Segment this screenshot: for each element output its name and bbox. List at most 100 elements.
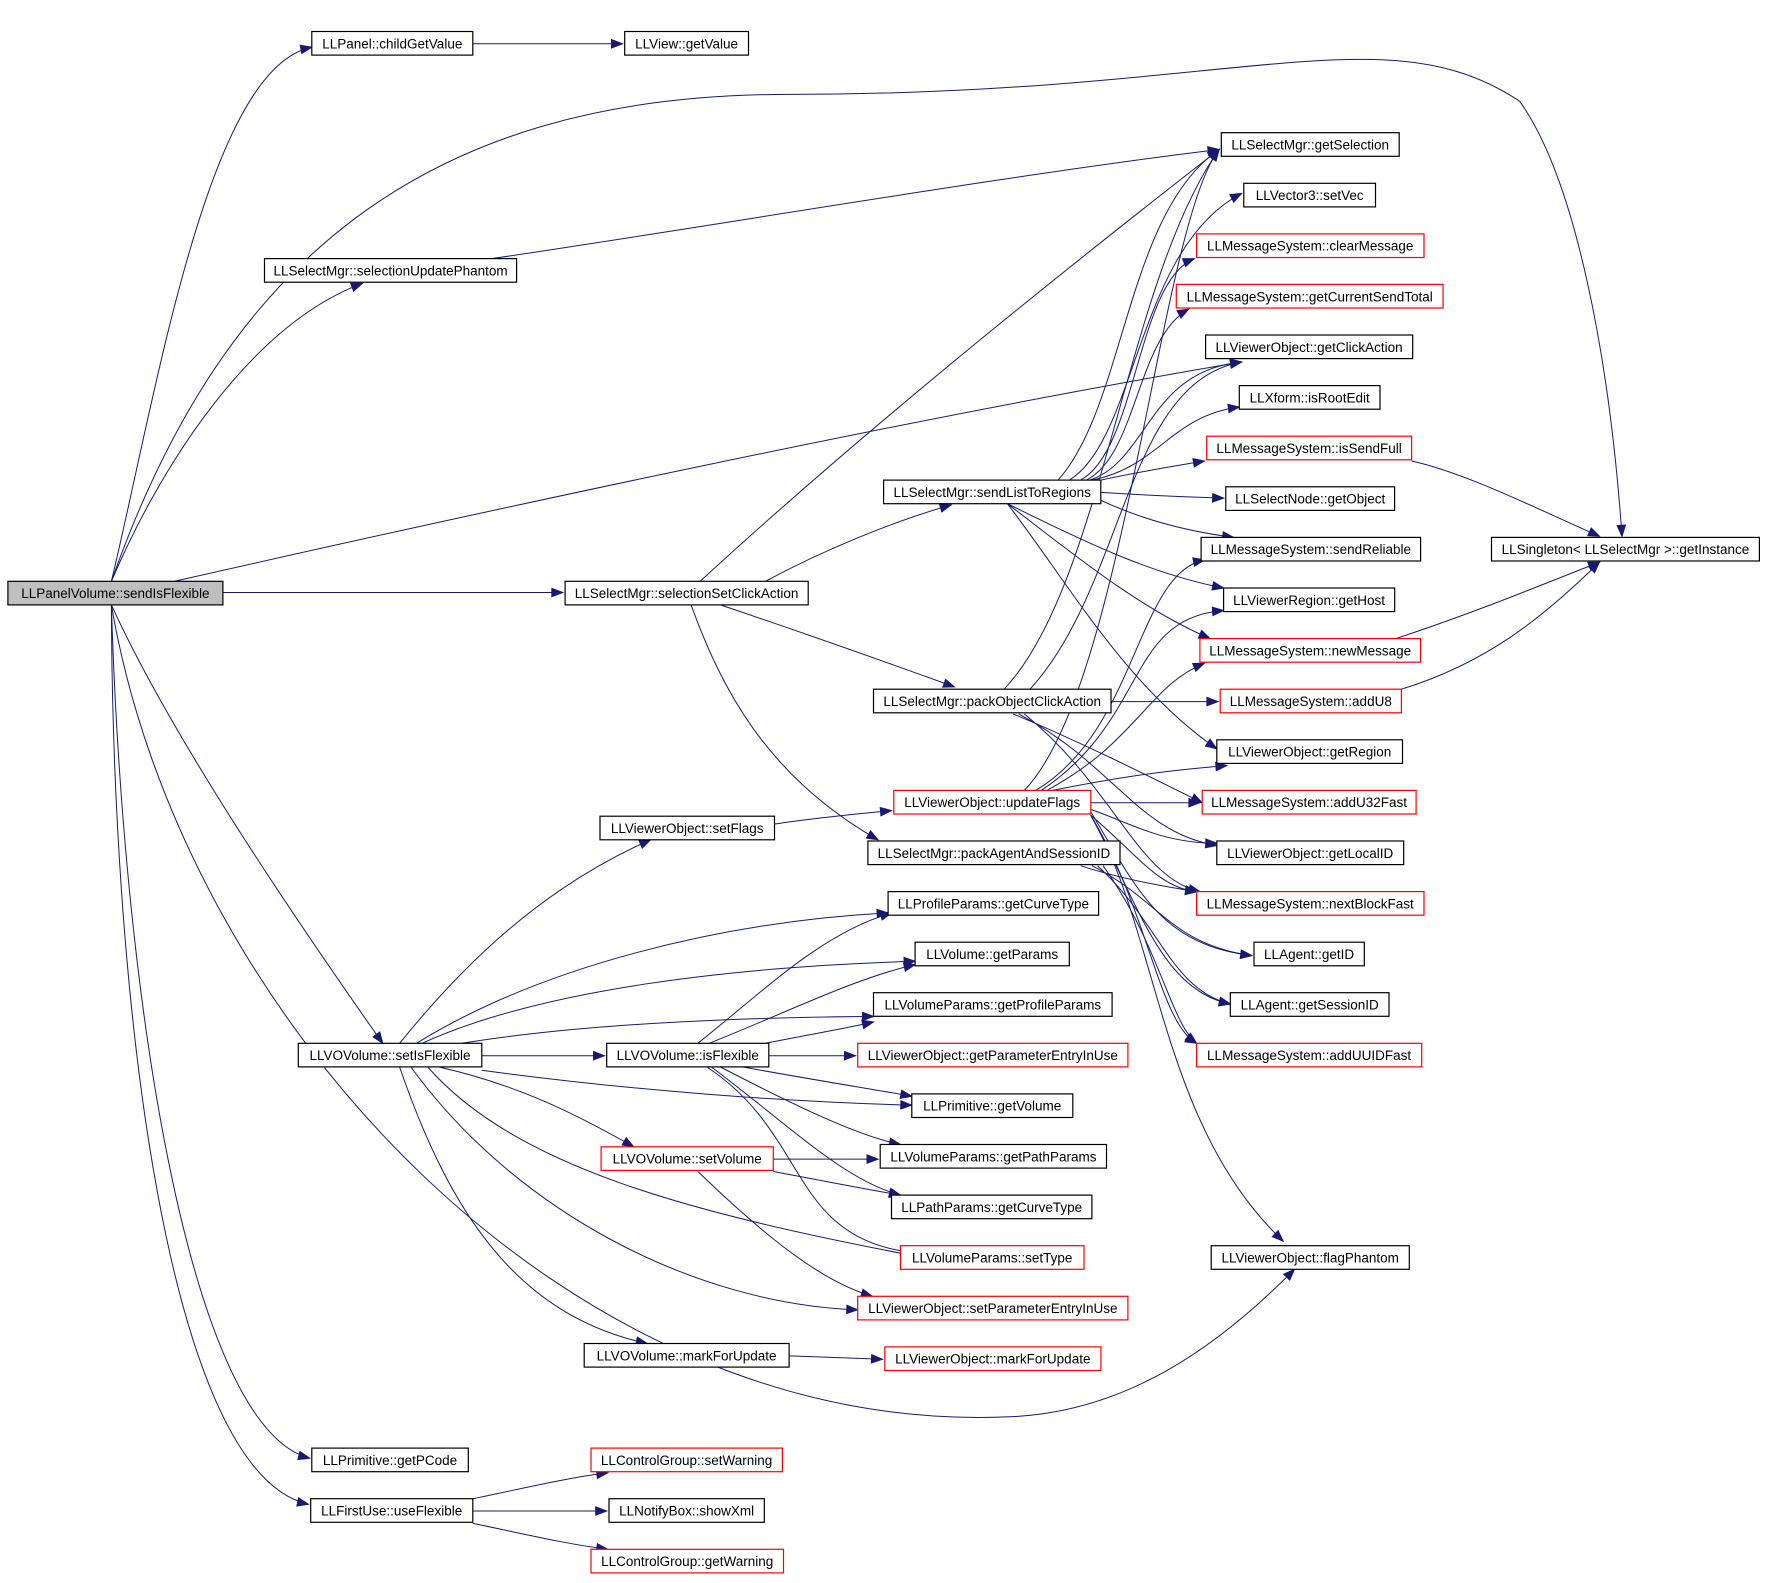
edge-sendListToRegions-to-getHost	[1007, 503, 1224, 589]
node-isFlexible[interactable]: LLVOVolume::isFlexible	[606, 1042, 770, 1068]
edge-addU8-to-getInstance	[1401, 561, 1600, 690]
node-box	[857, 1042, 1129, 1068]
node-volGetParams[interactable]: LLVolume::getParams	[914, 941, 1070, 967]
node-selUpdPhantom[interactable]: LLSelectMgr::selectionUpdatePhantom	[263, 258, 518, 283]
node-label: LLMessageSystem::getCurrentSendTotal	[1187, 289, 1433, 304]
node-primGetVolume[interactable]: LLPrimitive::getVolume	[911, 1093, 1074, 1119]
node-label: LLPrimitive::getVolume	[923, 1099, 1061, 1114]
node-box	[1229, 992, 1390, 1017]
arrowhead-root-to-getPCode	[297, 1450, 311, 1461]
node-root[interactable]: LLPanelVolume::sendIsFlexible	[7, 580, 224, 606]
node-sendListToRegions[interactable]: LLSelectMgr::sendListToRegions	[882, 479, 1102, 505]
node-isRootEdit[interactable]: LLXform::isRootEdit	[1238, 385, 1381, 410]
arrowhead-isFlexible-to-volGetParams	[902, 962, 917, 973]
node-setIsFlexible[interactable]: LLVOVolume::setIsFlexible	[297, 1042, 483, 1068]
node-getPCode[interactable]: LLPrimitive::getPCode	[311, 1447, 469, 1473]
edge-isSendFull-to-getInstance	[1411, 460, 1600, 537]
edge-packAgentAndSessionID-to-agentGetID	[1091, 865, 1252, 957]
arrowhead-packAgentAndSessionID-to-nextBlockFast	[1184, 885, 1198, 895]
edge-sendListToRegions-to-getObject	[1100, 491, 1224, 499]
node-addUUIDFast[interactable]: LLMessageSystem::addUUIDFast	[1195, 1042, 1423, 1068]
node-getValue[interactable]: LLView::getValue	[624, 30, 750, 56]
node-label: LLSelectMgr::sendListToRegions	[894, 485, 1092, 500]
node-box	[867, 840, 1121, 866]
node-getObject[interactable]: LLSelectNode::getObject	[1225, 486, 1396, 511]
node-profGetCurveType[interactable]: LLProfileParams::getCurveType	[887, 890, 1100, 916]
node-box	[911, 1093, 1074, 1119]
arrowhead-updateFlags-to-getLocalID	[1205, 838, 1219, 849]
node-box	[1219, 688, 1402, 714]
node-setWarning[interactable]: LLControlGroup::setWarning	[590, 1447, 783, 1473]
edge-isFlexible-to-pathGetCurveType	[711, 1066, 901, 1196]
node-addU32Fast[interactable]: LLMessageSystem::addU32Fast	[1201, 789, 1417, 815]
node-box	[624, 30, 750, 56]
node-box	[599, 815, 776, 841]
arrowhead-root-to-getInstance	[1616, 524, 1627, 538]
node-getLocalID[interactable]: LLViewerObject::getLocalID	[1216, 840, 1405, 866]
node-updateFlags[interactable]: LLViewerObject::updateFlags	[893, 789, 1092, 815]
node-sendReliable[interactable]: LLMessageSystem::sendReliable	[1200, 536, 1422, 562]
node-useFlexible[interactable]: LLFirstUse::useFlexible	[310, 1498, 474, 1523]
node-getWarning[interactable]: LLControlGroup::getWarning	[590, 1548, 785, 1574]
node-setVolume[interactable]: LLVOVolume::setVolume	[600, 1146, 774, 1172]
node-childGetValue[interactable]: LLPanel::childGetValue	[311, 30, 474, 56]
arrowhead-setVolume-to-getPathParams	[866, 1154, 880, 1165]
node-label: LLControlGroup::setWarning	[601, 1453, 772, 1468]
arrowhead-root-to-selSetClickAction	[551, 587, 565, 598]
edge-setIsFlexible-to-volGetParams	[421, 960, 916, 1044]
edge-isFlexible-to-profGetCurveType	[697, 912, 892, 1044]
arrowhead-setIsFlexible-to-isFlexible	[593, 1050, 606, 1061]
edge-setIsFlexible-to-setVolume	[438, 1066, 634, 1148]
node-box	[1238, 385, 1381, 410]
edge-packAgentAndSessionID-to-nextBlockFast	[1080, 865, 1197, 893]
node-addU8[interactable]: LLMessageSystem::addU8	[1219, 688, 1402, 714]
node-getHost[interactable]: LLViewerRegion::getHost	[1222, 587, 1396, 613]
node-pathGetCurveType[interactable]: LLPathParams::getCurveType	[890, 1194, 1093, 1220]
edge-updateFlags-to-getLocalID	[1090, 809, 1217, 844]
node-clearMessage[interactable]: LLMessageSystem::clearMessage	[1195, 233, 1425, 259]
node-packAgentAndSessionID[interactable]: LLSelectMgr::packAgentAndSessionID	[867, 840, 1121, 866]
arrowhead-sendListToRegions-to-getObject	[1211, 492, 1226, 503]
node-setParameterEntryInUse[interactable]: LLViewerObject::setParameterEntryInUse	[857, 1295, 1129, 1321]
arrowhead-updateFlags-to-getHost	[1211, 606, 1225, 617]
node-getProfileParams[interactable]: LLVolumeParams::getProfileParams	[872, 992, 1113, 1017]
node-box	[311, 1447, 469, 1473]
node-label: LLVOVolume::setIsFlexible	[309, 1048, 470, 1063]
node-label: LLVOVolume::setVolume	[613, 1152, 762, 1167]
edge-updateFlags-to-getSelection	[1023, 149, 1220, 791]
node-showXml[interactable]: LLNotifyBox::showXml	[608, 1498, 765, 1523]
node-getPathParams[interactable]: LLVolumeParams::getPathParams	[879, 1143, 1108, 1169]
arrowhead-isFlexible-to-getParameterEntryInUse	[844, 1050, 857, 1061]
node-getInstance[interactable]: LLSingleton< LLSelectMgr >::getInstance	[1490, 536, 1760, 562]
edge-updateFlags-to-getRegion	[1052, 765, 1227, 791]
node-box	[600, 1146, 774, 1172]
node-nextBlockFast[interactable]: LLMessageSystem::nextBlockFast	[1195, 890, 1425, 916]
node-box	[311, 30, 474, 56]
node-label: LLVector3::setVec	[1256, 188, 1364, 203]
node-getSelection[interactable]: LLSelectMgr::getSelection	[1220, 132, 1400, 157]
node-agentGetID[interactable]: LLAgent::getID	[1253, 941, 1365, 967]
node-viewerMarkForUpdate[interactable]: LLViewerObject::markForUpdate	[884, 1346, 1102, 1372]
node-getClickAction[interactable]: LLViewerObject::getClickAction	[1204, 334, 1414, 360]
node-voMarkForUpdate[interactable]: LLVOVolume::markForUpdate	[583, 1342, 790, 1368]
node-isSendFull[interactable]: LLMessageSystem::isSendFull	[1206, 435, 1413, 461]
node-setVec[interactable]: LLVector3::setVec	[1243, 182, 1377, 208]
node-setFlags[interactable]: LLViewerObject::setFlags	[599, 815, 776, 841]
node-label: LLVOVolume::isFlexible	[617, 1048, 759, 1063]
node-getCurrentSendTotal[interactable]: LLMessageSystem::getCurrentSendTotal	[1175, 283, 1444, 309]
node-newMessage[interactable]: LLMessageSystem::newMessage	[1199, 637, 1422, 663]
edge-isFlexible-to-getPathParams	[720, 1066, 901, 1145]
node-getSessionID[interactable]: LLAgent::getSessionID	[1229, 992, 1390, 1017]
node-getRegion[interactable]: LLViewerObject::getRegion	[1216, 739, 1404, 764]
node-box	[1222, 587, 1396, 613]
node-box	[564, 580, 809, 606]
node-setType[interactable]: LLVolumeParams::setType	[899, 1245, 1085, 1270]
node-selSetClickAction[interactable]: LLSelectMgr::selectionSetClickAction	[564, 580, 809, 606]
node-label: LLViewerObject::getClickAction	[1216, 340, 1403, 355]
node-box	[899, 1245, 1085, 1270]
node-box	[1206, 435, 1413, 461]
arrowhead-packObjectClickAction-to-getClickAction	[1229, 359, 1243, 369]
node-packObjectClickAction[interactable]: LLSelectMgr::packObjectClickAction	[872, 688, 1112, 714]
node-flagPhantom[interactable]: LLViewerObject::flagPhantom	[1210, 1245, 1410, 1270]
node-getParameterEntryInUse[interactable]: LLViewerObject::getParameterEntryInUse	[857, 1042, 1129, 1068]
